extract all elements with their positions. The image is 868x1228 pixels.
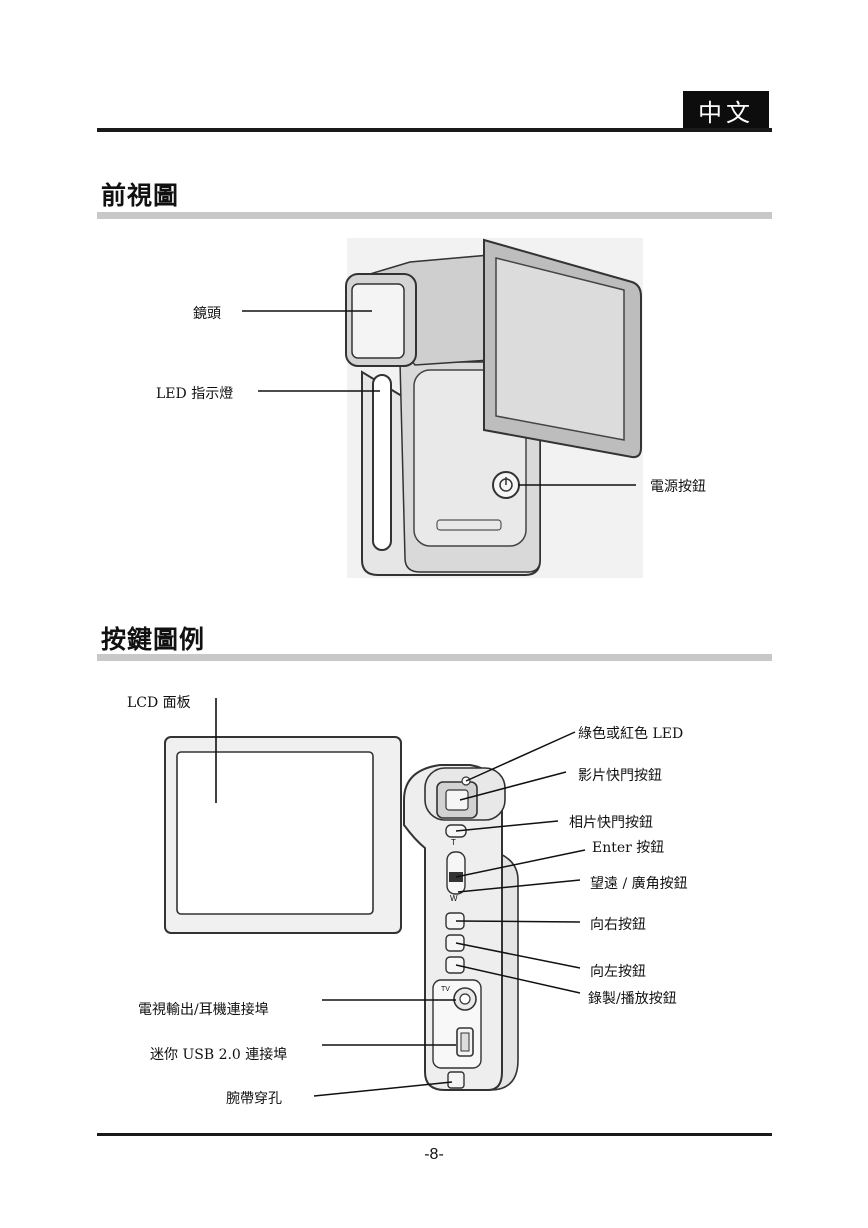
label-left-button: 向左按鈕: [590, 964, 646, 980]
tv-mark: TV: [441, 986, 450, 993]
label-green-red-led: 綠色或紅色 LED: [578, 726, 684, 742]
label-mini-usb: 迷你 USB 2.0 連接埠: [150, 1047, 288, 1063]
section-title-controls: 按鍵圖例: [101, 625, 206, 654]
section-divider: [97, 654, 772, 661]
section-title-front-view: 前視圖: [101, 181, 180, 210]
tele-mark: T: [451, 838, 456, 847]
header-rule: [97, 128, 772, 132]
label-photo-shutter: 相片快門按鈕: [569, 815, 653, 831]
label-video-shutter: 影片快門按鈕: [578, 768, 662, 784]
label-record-play: 錄製/播放按鈕: [588, 991, 677, 1007]
language-badge: 中文: [683, 91, 769, 129]
label-tele-wide: 望遠 / 廣角按鈕: [590, 876, 688, 892]
camera-controls-illustration: [164, 698, 586, 1097]
label-lcd-panel: LCD 面板: [127, 695, 191, 711]
camera-front-view-illustration: [242, 238, 643, 578]
label-enter-button: Enter 按鈕: [592, 840, 665, 856]
wide-mark: W: [450, 894, 458, 903]
label-lens: 鏡頭: [193, 306, 221, 322]
label-right-button: 向右按鈕: [590, 917, 646, 933]
label-power-button: 電源按鈕: [650, 479, 706, 495]
label-strap-hole: 腕帶穿孔: [226, 1091, 282, 1107]
label-tv-out-port: 電視輸出/耳機連接埠: [138, 1002, 269, 1018]
page-number: -8-: [424, 1146, 444, 1163]
label-led-indicator: LED 指示燈: [156, 386, 234, 402]
section-divider: [97, 212, 772, 219]
footer-rule: [97, 1133, 772, 1136]
